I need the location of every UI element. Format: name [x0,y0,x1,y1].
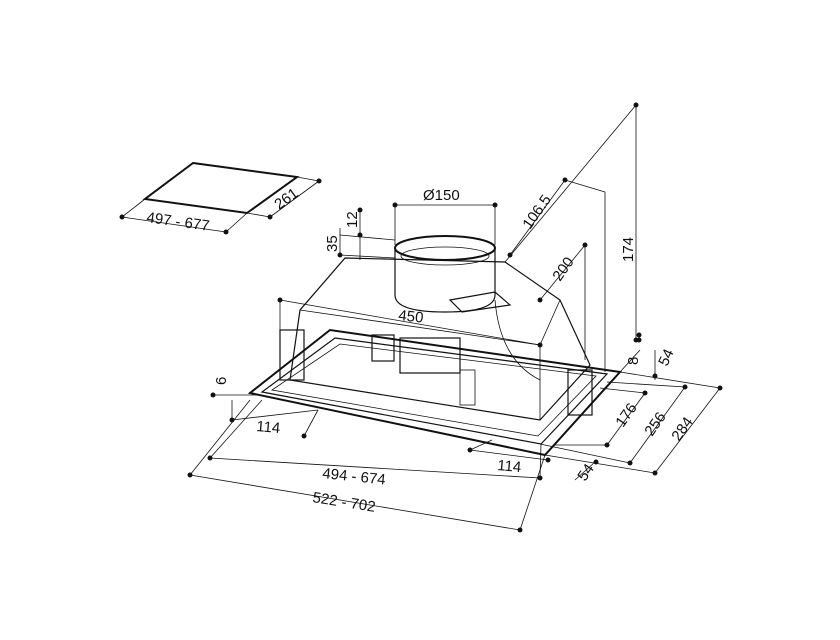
duct-diameter-label: Ø150 [423,187,460,204]
panel-width-label: 497 - 677 [145,209,210,235]
cutout-panel: 497 - 677 261 [119,161,322,235]
inner-width-label: 494 - 674 [322,465,387,489]
height-174-label: 174 [620,237,637,262]
dim-54-top-label: 54 [655,346,677,368]
dim-6-label: 6 [213,377,230,385]
dim-114-left-label: 114 [256,418,281,437]
outer-width-label: 522 - 702 [311,489,376,516]
dim-114-right-label: 114 [497,457,522,476]
dim-284-label: 284 [668,414,696,444]
dimension-lines [187,102,723,533]
dim-54-bottom-label: 54 [574,461,597,484]
dim-8-label: 8 [625,357,642,365]
dim-106-label: 106.5 [519,192,554,233]
dim-450-label: 450 [398,307,425,327]
dim-35-label: 35 [324,235,341,252]
panel-depth-label: 261 [271,185,301,213]
dim-12-label: 12 [344,211,361,228]
